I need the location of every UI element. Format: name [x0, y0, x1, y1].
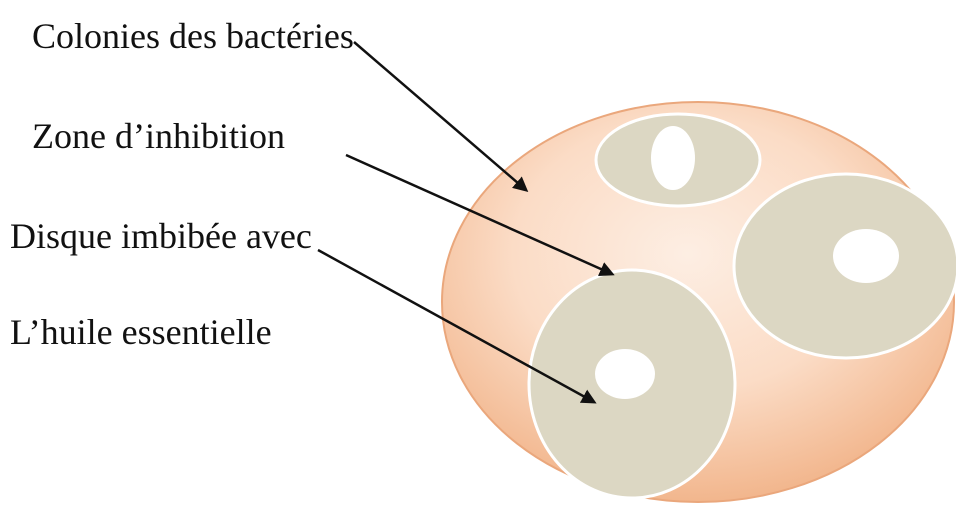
label-disque: Disque imbibée avec: [10, 218, 312, 254]
arrow-colonies: [354, 42, 526, 190]
label-zone-inhibition: Zone d’inhibition: [32, 118, 285, 154]
label-colonies: Colonies des bactéries: [32, 18, 354, 54]
disc-bottom: [595, 349, 655, 399]
label-huile-essentielle: L’huile essentielle: [10, 314, 272, 350]
disc-top: [651, 126, 695, 190]
disc-right: [833, 229, 899, 283]
